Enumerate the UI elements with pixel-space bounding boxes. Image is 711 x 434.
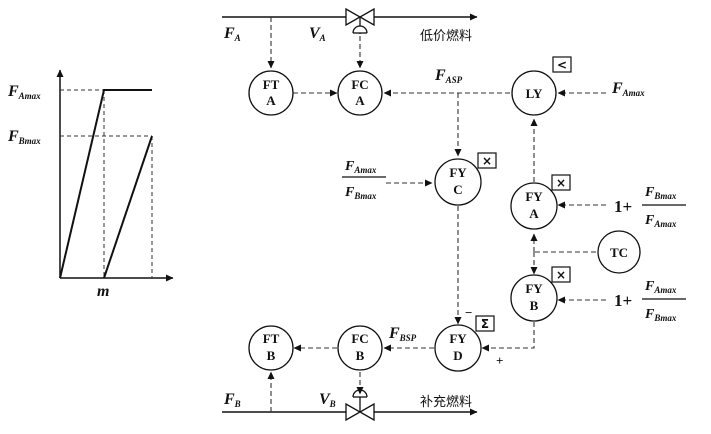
sum-minus-sign: −	[465, 305, 472, 320]
operator-boxes: < × × × Σ	[475, 56, 572, 332]
node-fyc-circle	[434, 158, 482, 206]
inset-fuel-a-line	[59, 89, 152, 279]
node-fcb-circle	[337, 325, 383, 371]
node-ftb-letter: B	[267, 348, 276, 363]
node-fca-letter: A	[355, 93, 365, 108]
label-fbsp: FBSP	[388, 325, 417, 343]
inset-amax-label: FAmax	[7, 83, 41, 101]
label-fb: FB	[223, 391, 241, 409]
label-vb: VB	[319, 391, 336, 409]
op-fyd-symbol: Σ	[481, 317, 489, 331]
ratio-a-denominator: FAmax	[644, 213, 677, 229]
node-fca-tag: FC	[351, 77, 368, 92]
node-fyb-circle	[510, 274, 558, 322]
ratio-a: 1+ FBmax FAmax	[614, 185, 686, 229]
ratio-b-numerator: FAmax	[644, 279, 677, 295]
node-ly-tag: LY	[526, 86, 543, 101]
node-labels: FT A FC A LY FY C FY A TC FY B FY D FC B…	[263, 77, 628, 363]
node-tc-tag: TC	[610, 245, 628, 260]
sig-fyb-to-fyd	[481, 322, 535, 352]
op-fyb-symbol: ×	[556, 268, 566, 282]
node-fcb-tag: FC	[351, 331, 368, 346]
op-fya-symbol: ×	[556, 176, 566, 190]
inset-fuel-b-line	[103, 135, 153, 279]
node-fyd-circle	[434, 324, 482, 372]
node-fcb-letter: B	[356, 348, 365, 363]
node-fya-circle	[510, 182, 558, 230]
node-ftb-tag: FT	[263, 331, 280, 346]
ratio-c: FAmax FBmax	[342, 159, 386, 201]
node-fyc-letter: C	[453, 182, 462, 197]
op-box-fyb	[551, 266, 571, 283]
nodes	[248, 70, 641, 372]
op-box-fyc	[477, 152, 497, 169]
supplement-fuel-label: 补充燃料	[420, 394, 472, 410]
node-ly-circle	[511, 70, 557, 116]
label-va: VA	[309, 25, 326, 43]
op-fyc-symbol: ×	[482, 154, 492, 168]
node-fya-tag: FY	[525, 189, 543, 204]
signal-lines	[267, 17, 606, 412]
node-fyc-tag: FY	[449, 165, 467, 180]
inset-chart: FAmax FBmax m	[7, 69, 174, 300]
node-fyb-letter: B	[530, 298, 539, 313]
ratio-c-denominator: FBmax	[344, 185, 377, 201]
op-ly-symbol: <	[557, 58, 567, 72]
op-box-ly	[552, 56, 572, 73]
node-fyb-tag: FY	[525, 281, 543, 296]
label-fa: FA	[223, 25, 241, 43]
op-box-fya	[551, 174, 571, 191]
node-fca-circle	[337, 70, 383, 116]
ratio-a-numerator: FBmax	[644, 185, 677, 201]
ratio-a-prefix: 1+	[614, 197, 632, 216]
node-fyd-letter: D	[453, 348, 462, 363]
inset-m-label: m	[97, 283, 109, 300]
label-famax: FAmax	[611, 80, 645, 98]
node-fyd-tag: FY	[449, 331, 467, 346]
sum-plus-sign: +	[496, 353, 503, 368]
signal-labels: FA VA FASP FAmax FBSP FB VB − +	[223, 25, 645, 409]
ratio-c-numerator: FAmax	[344, 159, 377, 175]
fuel-b-pipe: 补充燃料	[222, 389, 478, 422]
inset-bmax-label: FBmax	[7, 128, 41, 146]
node-fta-tag: FT	[263, 77, 280, 92]
node-fya-letter: A	[529, 206, 539, 221]
node-fta-letter: A	[266, 93, 276, 108]
node-fta-circle	[248, 70, 294, 116]
label-fasp: FASP	[434, 67, 463, 85]
ratio-b-denominator: FBmax	[644, 307, 677, 323]
valve-b-icon	[345, 389, 375, 422]
node-ftb-circle	[248, 325, 294, 371]
low-cost-fuel-label: 低价燃料	[420, 28, 472, 44]
ratio-b: 1+ FAmax FBmax	[614, 279, 686, 323]
valve-a-icon	[345, 7, 375, 34]
node-tc-circle	[597, 230, 641, 274]
fuel-a-pipe: 低价燃料	[222, 7, 478, 44]
ratio-b-prefix: 1+	[614, 291, 632, 310]
op-box-fyd	[475, 315, 495, 332]
